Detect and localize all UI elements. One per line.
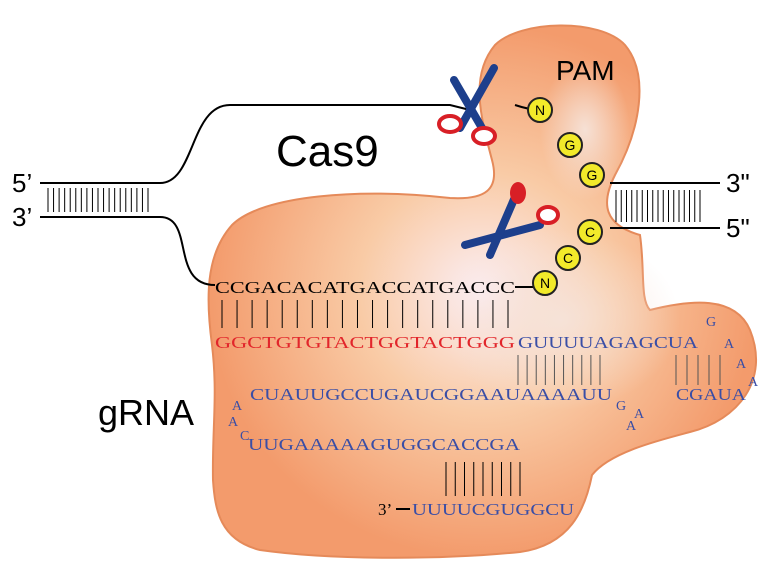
nucleotide: A xyxy=(232,399,243,414)
pam-nucleotide: G xyxy=(557,132,583,158)
pam-letter: G xyxy=(565,137,576,153)
pam-letter: C xyxy=(563,250,573,266)
pam-nucleotide: G xyxy=(579,162,605,188)
rna-stem-pairs xyxy=(517,355,601,385)
label-5prime-left: 5’ xyxy=(12,168,32,198)
tail-3prime-label: 3’ xyxy=(378,500,392,519)
nucleotide: G xyxy=(706,315,716,330)
pam-letter: G xyxy=(587,167,598,183)
label-5prime-right: 5" xyxy=(726,213,750,243)
rna-stem-pairs-right xyxy=(675,355,721,385)
cas9-label: Cas9 xyxy=(276,127,379,176)
protein-highlight-top xyxy=(540,60,630,200)
pam-nucleotide: N xyxy=(532,270,558,296)
dna-rna-pairing xyxy=(221,300,509,328)
label-3prime-left: 3’ xyxy=(12,202,32,232)
nucleotide: C xyxy=(240,429,249,444)
nucleotide: G xyxy=(616,399,626,414)
protein-highlight xyxy=(440,230,680,410)
rna-tail-pairs xyxy=(445,462,521,496)
pam-letter: N xyxy=(535,102,545,118)
scissors-icon-lower xyxy=(461,182,560,259)
label-3prime-right: 3" xyxy=(726,168,750,198)
scissors-icon xyxy=(437,64,498,146)
grna-label: gRNA xyxy=(98,392,194,433)
tetraloop: GAAA xyxy=(706,315,759,390)
bulge-loop: GAA xyxy=(616,399,645,434)
dna-basepairs-left xyxy=(47,188,149,212)
repeat-top-sequence: GUUUUAGAGCUA xyxy=(518,333,699,352)
stem-row-sequence: CUAUUGCCUGAUCGGAAUAAAAUU xyxy=(250,385,612,404)
stem-right-sequence: CGAUA xyxy=(676,385,747,404)
nucleotide: A xyxy=(626,419,637,434)
nucleotide: A xyxy=(736,357,747,372)
pam-nucleotide: N xyxy=(527,97,553,123)
nucleotide: A xyxy=(724,337,735,352)
left-loop: AAC xyxy=(228,399,249,444)
guide-spacer-sequence: GGCTGTGTACTGGTACTGGG xyxy=(215,333,515,352)
bottom-row-sequence: UUGAAAAAGUGGCACCGA xyxy=(248,435,521,454)
nucleotide: A xyxy=(228,415,239,430)
pam-letter: N xyxy=(540,275,550,291)
pam-nucleotide: C xyxy=(555,245,581,271)
nucleotide: A xyxy=(748,375,759,390)
dna-basepairs-right xyxy=(615,190,701,222)
nucleotide: A xyxy=(634,407,645,422)
pam-label: PAM xyxy=(556,55,615,86)
pam-nucleotide: C xyxy=(577,219,603,245)
target-dna-sequence: CCGACACATGACCATGACCC xyxy=(215,278,515,297)
tail-row-sequence: UUUUCGUGGCU xyxy=(412,500,574,519)
pam-letter: C xyxy=(585,224,595,240)
